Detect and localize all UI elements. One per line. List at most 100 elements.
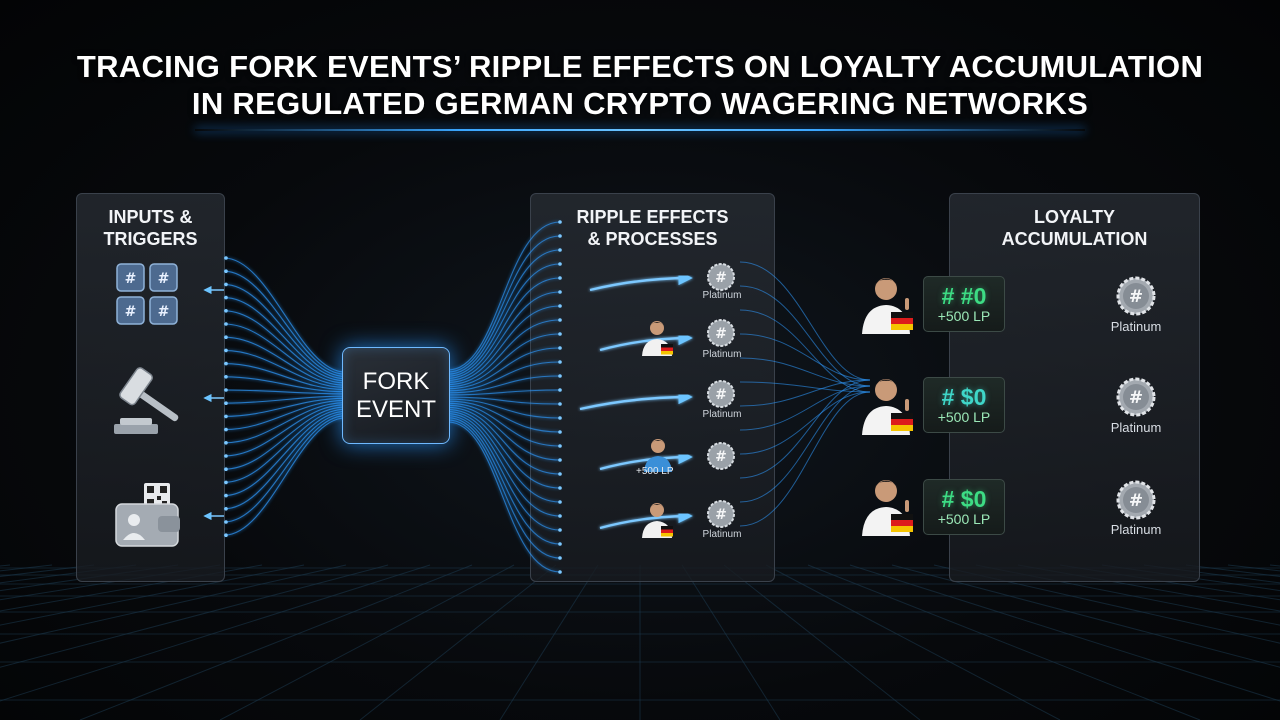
flow-node-dot [558,248,562,252]
flow-node-dot [558,528,562,532]
output-flow-line [447,417,561,545]
flow-node-dot [558,458,562,462]
input-flow-line [223,349,346,388]
output-flow-line [447,263,561,377]
input-flow-line [223,417,346,536]
svg-text:#: # [715,326,727,342]
user-avatar-icon [642,321,673,356]
output-flow-line [447,419,561,559]
flow-node-dot [224,454,228,458]
ripple-tier-label: Platinum [702,290,742,301]
output-flow-line [447,411,561,503]
platinum-tier-badge-icon: # [1116,480,1156,520]
input-flow-line [223,323,346,384]
output-flow-line [447,406,561,475]
svg-text:#: # [715,387,727,403]
flow-node-dot [224,322,228,326]
output-flow-line [447,235,561,373]
flow-node-dot [558,472,562,476]
flow-node-dot [224,414,228,419]
flow-node-dot [224,256,228,260]
floor-grid-line [0,564,347,644]
fork-event-label: FORK EVENT [355,368,436,423]
output-flow-line [447,402,561,447]
flow-node-dot [558,304,562,308]
output-flow-line [447,400,561,433]
output-flow-line [447,375,561,394]
flow-node-dot [558,234,562,238]
flow-node-dot [558,276,562,280]
svg-text:#: # [1129,491,1143,511]
page-title: TRACING FORK EVENTS’ RIPPLE EFFECTS ON L… [40,48,1240,122]
floor-grid-line [1059,564,1280,601]
floor-grid-line [359,564,557,720]
flow-node-dot [558,416,562,420]
flow-node-dot [224,507,228,511]
output-flow-line [447,221,561,371]
svg-text:#: # [715,449,727,465]
floor-grid-line [933,564,1280,644]
ripple-tier-label: Platinum [702,349,742,360]
flow-node-dot [558,374,562,378]
flow-node-dot [224,282,228,287]
output-flow-line [739,261,871,381]
floor-grid-line [807,564,1201,720]
floor-grid-line [891,564,1280,668]
flow-node-dot [224,520,228,524]
output-flow-lines [447,220,871,574]
output-flow-line [447,398,561,419]
floor-grid-line [0,564,305,626]
input-flow-line [223,257,346,373]
input-flow-line [223,415,346,523]
output-flow-line [447,277,561,379]
loyalty-points: +500 LP [937,409,991,425]
svg-text:#: # [715,270,727,286]
flow-node-dot [558,556,562,560]
floor-grid-line [0,564,263,612]
output-flow-line [447,404,561,461]
flow-node-dot [224,401,228,406]
output-flow-line [739,285,871,387]
platinum-badge-icon: # [707,442,735,470]
ripple-effects-panel: RIPPLE EFFECTS & PROCESSES [530,193,775,582]
hash-blocks-icon: # # # # [116,263,178,325]
svg-text:#: # [158,304,170,320]
flow-node-dot [558,500,562,504]
input-flow-line [223,408,346,483]
input-flow-line [223,389,346,395]
flow-node-dot [224,348,228,353]
output-flow-line [447,361,561,392]
input-flow-line [223,310,346,382]
user-avatar-icon [642,503,673,538]
flow-node-dot [224,335,228,340]
small-lp-label: +500 LP [636,466,674,477]
output-flow-line [739,309,871,393]
title-line-1: TRACING FORK EVENTS’ RIPPLE EFFECTS ON L… [76,49,1204,84]
output-flow-line [447,396,561,405]
loyalty-value-box: # $0 +500 LP [923,377,1005,433]
floor-grid-line [0,564,221,601]
input-flow-line [223,395,346,404]
ripple-panel-title: RIPPLE EFFECTS & PROCESSES [576,207,729,249]
flow-node-dot [558,444,562,448]
input-flow-line [223,270,346,375]
floor-grid-line [849,564,1280,702]
floor-grid-line [681,564,781,720]
inputs-panel-title: INPUTS & TRIGGERS [103,207,198,249]
input-flow-lines [203,256,346,537]
output-flow-line [447,413,561,517]
output-flow-line [739,379,871,479]
german-user-avatar-icon [862,278,913,334]
output-flow-line [739,385,871,431]
output-flow-line [447,389,561,396]
flow-node-dot [224,295,228,300]
highlight-arrow [599,449,693,471]
platinum-tier-badge-icon: # [1116,276,1156,316]
title-underline [195,129,1085,131]
loyalty-panel-title: LOYALTY ACCUMULATION [1001,207,1148,249]
flow-node-dot [224,375,228,379]
floor-grid-line [0,564,431,702]
platinum-badge-icon: # [707,319,735,347]
